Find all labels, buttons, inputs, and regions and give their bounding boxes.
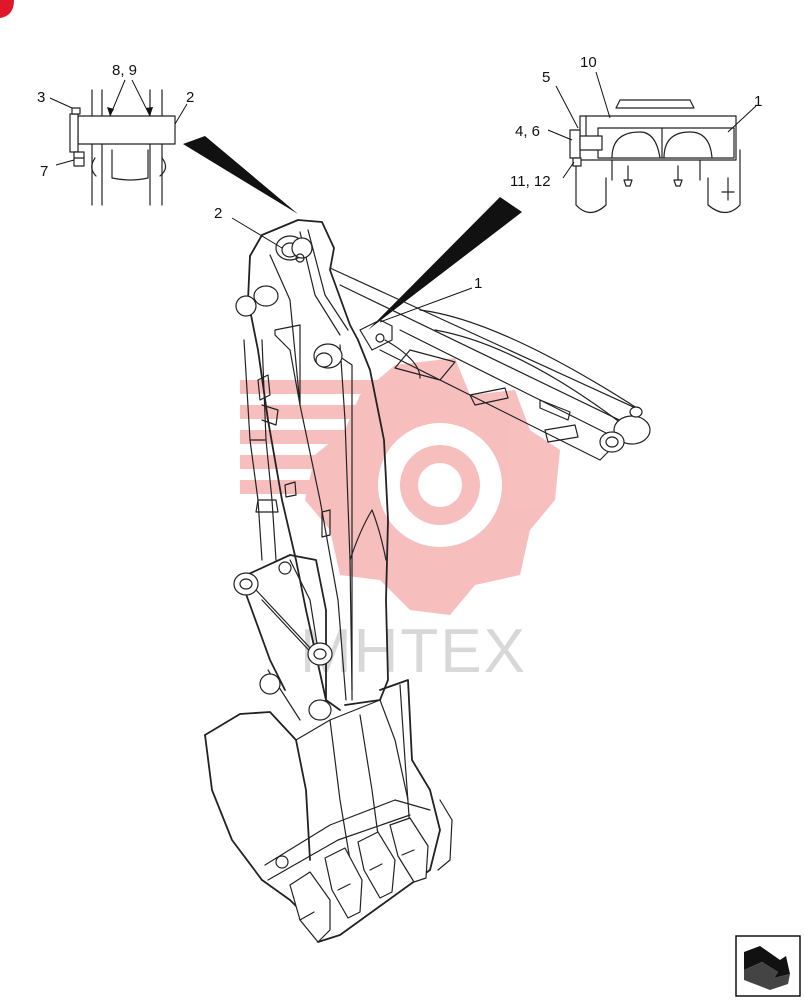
callout-leaders-main — [231, 217, 473, 323]
bolt-part-4-6 — [579, 135, 603, 151]
callout-3: 3 — [37, 89, 45, 106]
detail-pointer-a — [183, 136, 298, 214]
shim-part-11-12 — [572, 157, 582, 167]
boom-cylinder — [329, 267, 651, 461]
callout-labels: 3 8, 9 2 7 2 1 10 5 1 4, 6 11, 12 — [37, 54, 762, 292]
arm-pin-part-1 — [313, 319, 393, 369]
watermark-text: MHTEX — [300, 617, 527, 686]
callout-1-main: 1 — [474, 275, 482, 292]
callout-11-12: 11, 12 — [510, 173, 551, 190]
pin-part-1-detail — [597, 127, 735, 159]
bolt-part-7 — [73, 151, 85, 167]
arm-pin-part-2 — [275, 235, 313, 263]
callout-2-detail: 2 — [186, 89, 194, 106]
bucket-teeth — [289, 817, 429, 943]
callout-2-main: 2 — [214, 205, 222, 222]
callout-leaders-detail-a — [49, 79, 188, 166]
callout-leaders-detail-b — [547, 71, 757, 179]
watermark: MHTEX — [240, 358, 560, 686]
callout-7: 7 — [40, 163, 48, 180]
arm-cylinder — [243, 339, 279, 561]
callout-1-detail: 1 — [754, 93, 762, 110]
callout-4-6: 4, 6 — [515, 123, 540, 140]
detail-pointer-b — [368, 197, 522, 330]
callout-5: 5 — [542, 69, 550, 86]
bucket — [204, 679, 453, 943]
watermark-gear-icon — [305, 358, 560, 615]
arm-assembly — [235, 219, 393, 711]
pin-part-2-detail — [77, 115, 176, 145]
washer-part-5 — [569, 129, 581, 159]
detail-view-pin-right — [569, 99, 741, 214]
callout-10: 10 — [580, 54, 597, 71]
bucket-linkage — [233, 554, 333, 721]
retaining-plate-part-3 — [69, 113, 79, 153]
corner-badge-icon — [0, 0, 14, 18]
detail-view-pin-left — [69, 89, 176, 206]
next-page-arrow-icon[interactable] — [735, 935, 801, 997]
callout-8-9: 8, 9 — [112, 62, 137, 79]
